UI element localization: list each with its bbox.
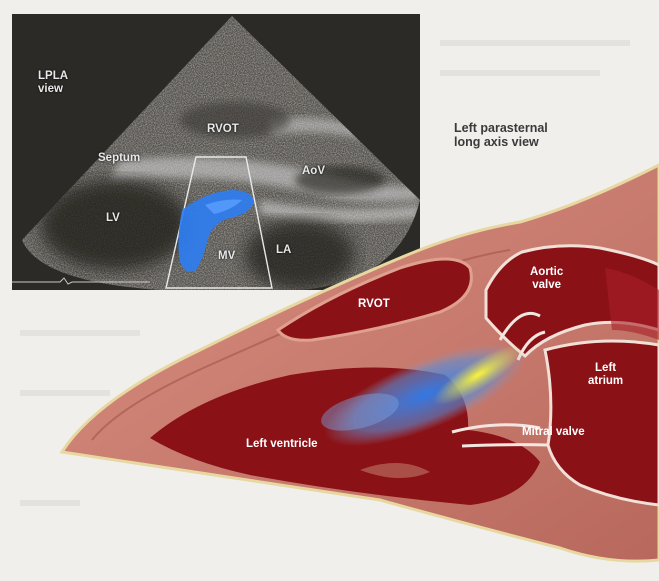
title-line-1: Left parasternal [454, 122, 548, 136]
title-line-2: long axis view [454, 136, 548, 150]
echo-label-aov: AoV [302, 165, 325, 178]
echo-label-mv: MV [218, 250, 235, 263]
aortic-valve-line-2: valve [530, 279, 563, 292]
anatomy-label-left-ventricle: Left ventricle [246, 438, 318, 451]
echo-label-septum: Septum [98, 152, 140, 165]
anatomy-label-aortic-valve: Aortic valve [530, 266, 563, 291]
left-atrium-line-1: Left [588, 362, 623, 375]
echo-panel [12, 14, 420, 290]
echo-view-label: LPLA view [38, 70, 68, 95]
echo-view-label-line-2: view [38, 83, 68, 96]
echo-label-la: LA [276, 244, 291, 257]
echo-label-lv: LV [106, 212, 120, 225]
anatomy-label-rvot: RVOT [358, 298, 390, 311]
echo-label-rvot: RVOT [207, 123, 239, 136]
anatomy-label-left-atrium: Left atrium [588, 362, 623, 387]
aortic-valve-line-1: Aortic [530, 266, 563, 279]
anatomy-label-mitral-valve: Mitral valve [522, 426, 585, 439]
figure-title: Left parasternal long axis view [454, 122, 548, 150]
echo-view-label-line-1: LPLA [38, 70, 68, 83]
left-atrium-line-2: atrium [588, 375, 623, 388]
